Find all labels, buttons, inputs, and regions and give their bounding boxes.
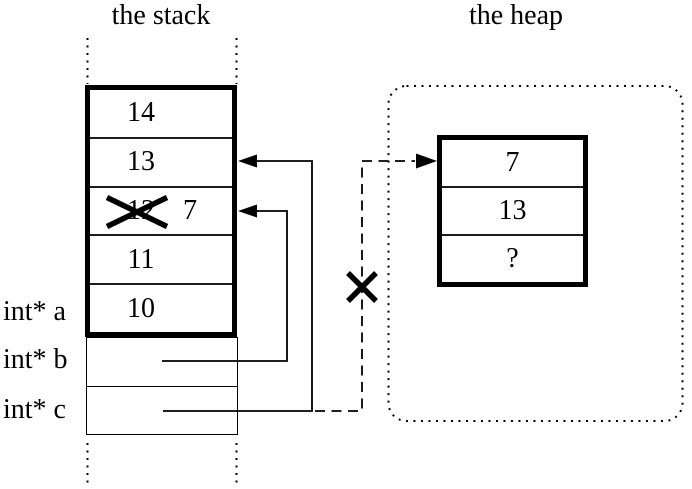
dangling-pointer-dashed-wire <box>315 160 415 412</box>
stack-cell-value: 13 <box>127 146 155 178</box>
pointer-c-arrowhead-icon <box>238 154 257 168</box>
pointer-variable-slots <box>86 337 238 435</box>
stack-cell: 13 <box>90 136 232 186</box>
stack-box: 14 13 12 7 11 10 <box>85 85 237 337</box>
stack-cell: 10 <box>90 283 232 332</box>
pointer-b-arrowhead-icon <box>238 204 257 218</box>
pointer-label-c: int* c <box>3 394 66 425</box>
heap-box: 7 13 ? <box>437 135 588 287</box>
stack-cell-crossed: 12 7 <box>90 185 232 235</box>
stack-cell: 14 <box>90 90 232 137</box>
stack-slot-b <box>87 338 237 386</box>
cross-out-icon <box>346 271 378 303</box>
heap-cell-value: ? <box>442 234 583 282</box>
dangling-pointer-arrowhead-icon <box>416 153 437 169</box>
pointer-label-b: int* b <box>3 344 68 375</box>
heap-title: the heap <box>468 0 564 31</box>
pointer-label-a: int* a <box>3 296 66 327</box>
overwritten-value: 7 <box>183 194 197 226</box>
stack-cell-value: 11 <box>127 243 155 275</box>
heap-cell-value: 7 <box>505 147 520 178</box>
heap-cell-value: 13 <box>442 186 583 234</box>
stack-cell-value: 10 <box>127 292 155 324</box>
stack-title: the stack <box>111 0 211 31</box>
stack-cell: 11 <box>90 234 232 283</box>
stack-slot-c <box>87 385 237 435</box>
stack-cell-value: 14 <box>127 97 155 129</box>
